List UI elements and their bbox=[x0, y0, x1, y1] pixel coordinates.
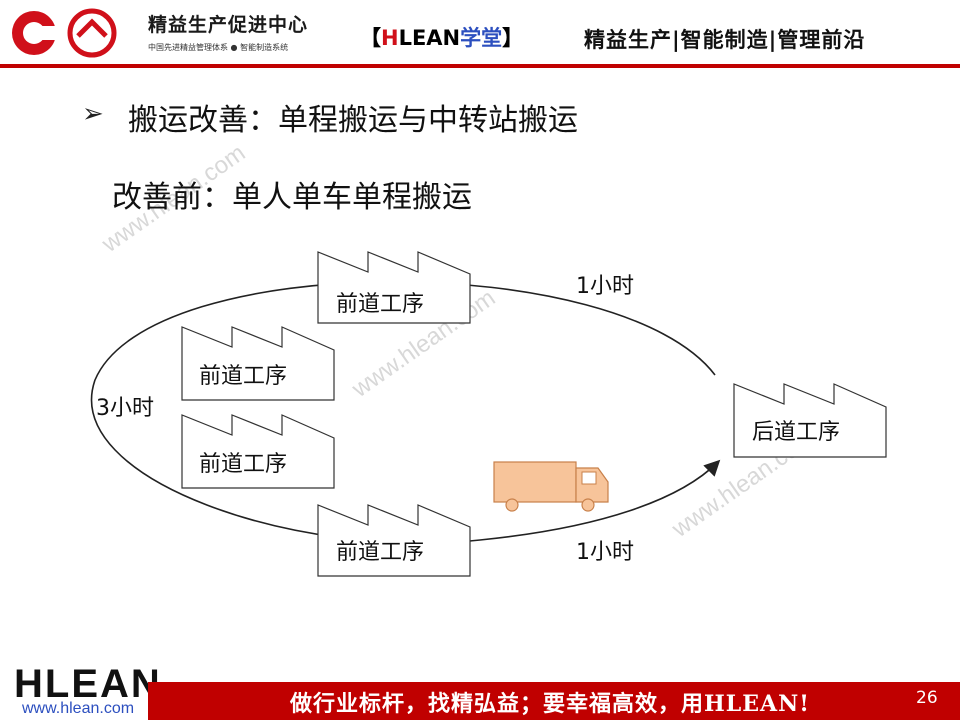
footer-slogan: 做行业标杆，找精弘益；要幸福高效，用HLEAN! bbox=[290, 691, 810, 717]
org-tagline: 中国先进精益管理体系 ● 智能制造系统 bbox=[148, 43, 289, 52]
brand-h: H bbox=[381, 26, 399, 50]
downstream-label: 后道工序 bbox=[752, 420, 841, 445]
factory-upstream-4-icon bbox=[317, 504, 471, 577]
upstream-label-1: 前道工序 bbox=[336, 292, 425, 317]
upstream-label-3: 前道工序 bbox=[199, 452, 288, 477]
footer-bar bbox=[148, 682, 960, 720]
page-number: 26 bbox=[916, 688, 938, 708]
time-label-bottom: 1小时 bbox=[576, 540, 634, 565]
time-label-top: 1小时 bbox=[576, 274, 634, 299]
bullet-arrow-icon: ➢ bbox=[82, 99, 104, 129]
brand-lean: LEAN bbox=[398, 26, 461, 50]
company-logo-icon bbox=[12, 8, 117, 58]
header-divider bbox=[0, 64, 960, 68]
slide-title: 搬运改善：单程搬运与中转站搬运 bbox=[128, 103, 578, 138]
upstream-label-2: 前道工序 bbox=[199, 364, 288, 389]
factory-upstream-2-icon bbox=[181, 326, 335, 401]
truck-icon bbox=[493, 461, 609, 512]
org-name: 精益生产促进中心 bbox=[148, 14, 309, 36]
upstream-label-4: 前道工序 bbox=[336, 540, 425, 565]
brand-title: 【HLEAN学堂】 bbox=[360, 22, 523, 52]
slide-subtitle: 改善前：单人单车单程搬运 bbox=[112, 180, 472, 215]
brand-bracket-open: 【 bbox=[360, 26, 381, 50]
brand-bracket-close: 】 bbox=[502, 26, 524, 50]
header-topics: 精益生产|智能制造|管理前沿 bbox=[584, 28, 866, 52]
factory-upstream-1-icon bbox=[317, 251, 471, 324]
factory-upstream-3-icon bbox=[181, 414, 335, 489]
footer-url-link[interactable]: www.hlean.com bbox=[22, 700, 135, 717]
brand-xuetang: 学堂 bbox=[460, 26, 503, 50]
time-label-left: 3小时 bbox=[96, 396, 154, 421]
footer-logo: HLEAN bbox=[14, 662, 162, 706]
factory-downstream-icon bbox=[733, 383, 887, 458]
header-bar bbox=[0, 0, 960, 64]
